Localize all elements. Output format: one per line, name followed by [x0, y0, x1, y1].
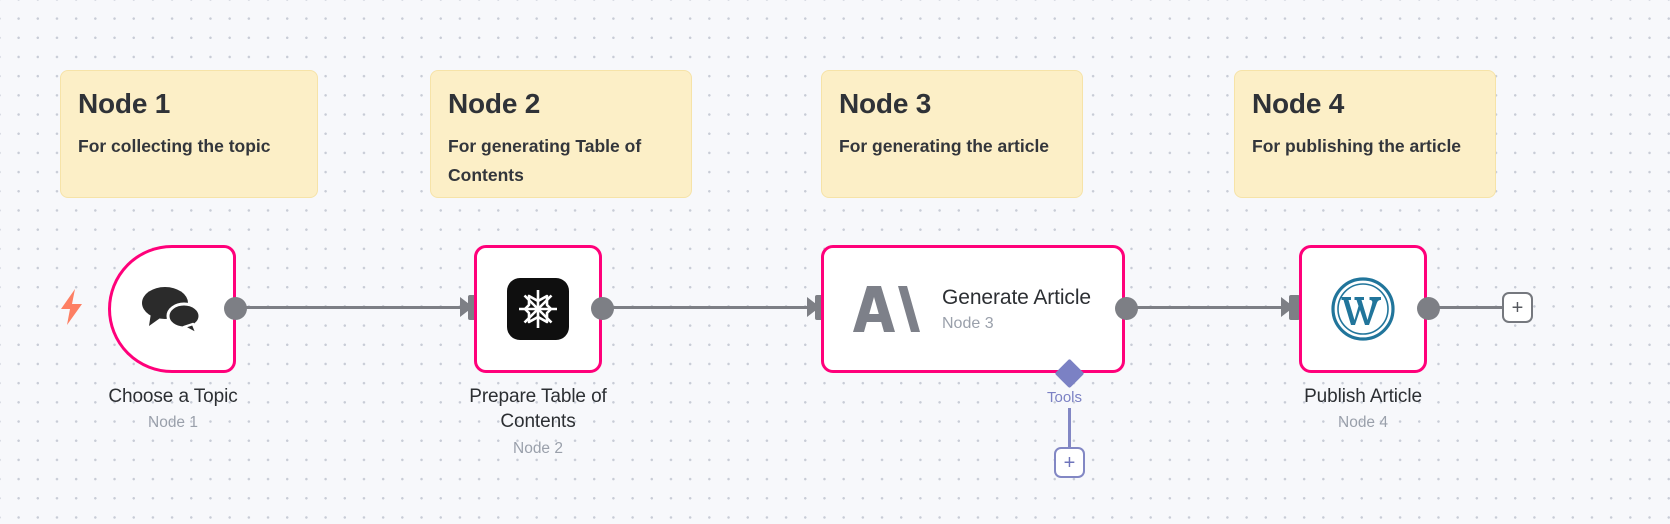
chat-bubbles-icon [142, 287, 202, 336]
node-output-port-3[interactable] [1115, 297, 1138, 320]
add-node-button[interactable]: + [1502, 292, 1533, 323]
workflow-node-publish-article[interactable] [1299, 245, 1427, 373]
anthropic-mark-icon [507, 278, 569, 340]
node-inline-subtitle: Node 3 [942, 314, 994, 332]
node-input-port-4[interactable] [1289, 295, 1300, 320]
workflow-node-choose-a-topic[interactable] [108, 245, 236, 373]
wordpress-icon [1331, 277, 1395, 341]
sticky-note-title: Node 4 [1252, 88, 1345, 119]
sticky-note-body: For publishing the article [1252, 136, 1462, 157]
node-caption-text: Prepare Table of Contents [469, 386, 607, 433]
sticky-note-4[interactable]: Node 4 For publishing the article [1234, 70, 1496, 198]
node-subcaption-text: Node 1 [148, 414, 198, 432]
sticky-note-body: For collecting the topic [78, 136, 271, 157]
tools-connector-line [1068, 408, 1071, 448]
node-caption-text: Choose a Topic [108, 386, 238, 407]
lightning-bolt-icon [61, 289, 82, 325]
add-tool-button[interactable]: + [1054, 447, 1085, 478]
sticky-note-2[interactable]: Node 2 For generating Table of Contents [430, 70, 692, 198]
node-caption-choose-a-topic: Choose a Topic Node 1 [78, 384, 268, 434]
node-caption-text: Publish Article [1304, 386, 1422, 407]
node-caption-publish-article: Publish Article Node 4 [1273, 384, 1453, 434]
node-output-port-4[interactable] [1417, 297, 1440, 320]
node-output-port-1[interactable] [224, 297, 247, 320]
sticky-note-body: For generating the article [839, 136, 1050, 157]
sticky-note-body: For generating Table of Contents [448, 136, 642, 185]
node-output-port-2[interactable] [591, 297, 614, 320]
node-inline-title: Generate Article [942, 286, 1091, 310]
connector-node2-node3 [610, 306, 810, 309]
workflow-node-prepare-table-of-contents[interactable] [474, 245, 602, 373]
sticky-note-1[interactable]: Node 1 For collecting the topic [60, 70, 318, 198]
node-input-port-3[interactable] [815, 295, 826, 320]
node-input-port-2[interactable] [468, 295, 479, 320]
connector-node1-node2 [243, 306, 463, 309]
anthropic-wordmark-icon [853, 286, 920, 332]
connector-node4-add [1436, 306, 1502, 309]
connector-node3-node4 [1134, 306, 1284, 309]
sticky-note-title: Node 2 [448, 88, 541, 119]
node-subcaption-text: Node 2 [513, 439, 563, 457]
sticky-note-title: Node 1 [78, 88, 171, 119]
tools-connector-label: Tools [1047, 389, 1083, 406]
sticky-note-3[interactable]: Node 3 For generating the article [821, 70, 1083, 198]
node-caption-prepare-table-of-contents: Prepare Table of Contents Node 2 [450, 384, 626, 460]
node-subcaption-text: Node 4 [1338, 414, 1388, 432]
workflow-node-generate-article[interactable]: Generate Article Node 3 [821, 245, 1125, 373]
sticky-note-title: Node 3 [839, 88, 932, 119]
